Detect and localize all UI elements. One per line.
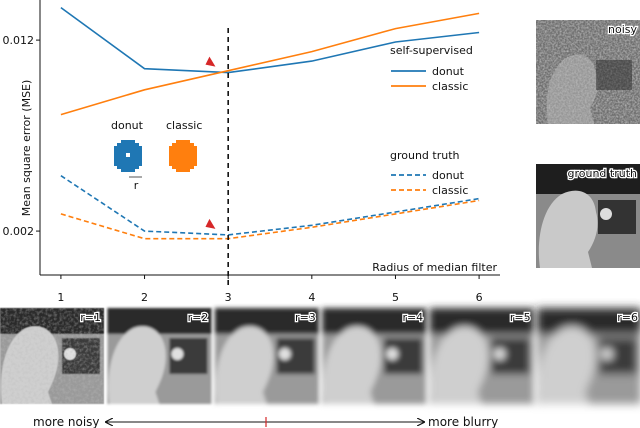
legend-group2-title: ground truth xyxy=(390,149,460,162)
series-layer xyxy=(60,6,480,240)
strip-image-r5: r=5 xyxy=(429,308,534,404)
kernel-classic-label: classic xyxy=(166,119,202,132)
optimum-markers xyxy=(205,56,216,229)
x-axis-label: Radius of median filter xyxy=(372,261,497,274)
legend-gt-classic-label: classic xyxy=(432,184,468,197)
ground-truth-label: ground truth xyxy=(567,167,637,180)
legend-group1-title: self-supervised xyxy=(390,44,473,57)
x-tick-label-3: 4 xyxy=(308,291,315,304)
series-line-gt-donut xyxy=(60,175,480,236)
mse-chart: 0.012 0.002 1 2 3 4 5 6 Mean square error (MSE… xyxy=(3,0,500,304)
strip-image-r4: r=4 xyxy=(322,308,427,404)
series-line-ss-classic xyxy=(60,12,480,116)
noisy-label: noisy xyxy=(608,23,637,36)
x-tick-label-2: 3 xyxy=(225,291,232,304)
y-tick-label-1: 0.002 xyxy=(3,225,35,238)
optimum-marker-0 xyxy=(205,56,216,67)
optimum-marker-1 xyxy=(205,218,216,229)
noisy-image: noisy xyxy=(536,20,640,124)
x-tick-label-0: 1 xyxy=(57,291,64,304)
y-tick-label-0: 0.012 xyxy=(3,34,35,47)
series-line-gt-classic xyxy=(60,199,480,240)
kernel-radius-label: r xyxy=(134,179,139,192)
strip-label-r3: r=3 xyxy=(295,311,316,324)
series-line-ss-donut xyxy=(60,6,480,74)
y-ticks: 0.012 0.002 xyxy=(3,34,40,238)
filtered-image-strip: r=1 r=2 r=3 r=4 r=5 r=6 xyxy=(0,308,640,404)
strip-image-r6: r=6 xyxy=(537,308,640,404)
legend-ss-donut-label: donut xyxy=(432,65,465,78)
strip-label-r4: r=4 xyxy=(402,311,423,324)
kernel-donut-label: donut xyxy=(111,119,144,132)
donut-kernel-icon xyxy=(114,140,142,172)
ground-truth-image: ground truth xyxy=(536,164,640,268)
x-tick-label-5: 6 xyxy=(476,291,483,304)
classic-kernel-icon xyxy=(169,140,197,172)
legend-gt-donut-label: donut xyxy=(432,169,465,182)
legend-ground-truth: ground truth donut classic xyxy=(390,149,468,197)
legend-self-supervised: self-supervised donut classic xyxy=(390,44,473,93)
strip-label-r6: r=6 xyxy=(617,311,638,324)
strip-label-r2: r=2 xyxy=(188,311,209,324)
strip-image-r1: r=1 xyxy=(0,308,104,404)
noise-blur-arrow: more noisy more blurry xyxy=(33,415,498,428)
strip-label-r5: r=5 xyxy=(510,311,531,324)
strip-image-r3: r=3 xyxy=(214,308,319,404)
x-tick-label-4: 5 xyxy=(392,291,399,304)
strip-label-r1: r=1 xyxy=(80,311,101,324)
x-ticks: 1 2 3 4 5 6 xyxy=(57,275,483,304)
y-axis-label: Mean square error (MSE) xyxy=(20,80,33,217)
arrow-right-label: more blurry xyxy=(428,415,498,428)
legend-ss-classic-label: classic xyxy=(432,80,468,93)
strip-image-r2: r=2 xyxy=(107,308,212,404)
arrow-left-label: more noisy xyxy=(33,415,100,428)
kernel-illustrations: donut classic r xyxy=(111,119,202,192)
x-tick-label-1: 2 xyxy=(141,291,148,304)
